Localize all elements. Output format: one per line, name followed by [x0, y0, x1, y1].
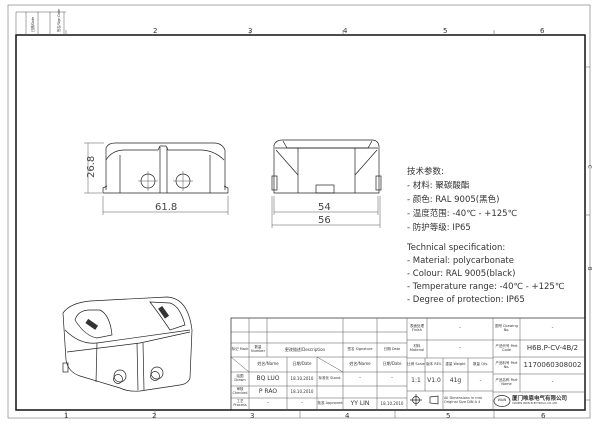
- spec-en-line: - Material: polycarbonate: [407, 256, 514, 266]
- qty-value: -: [479, 377, 482, 384]
- row-label-c: C: [586, 165, 592, 169]
- date-header: 日期 Date: [383, 347, 401, 352]
- side-view: 54 56: [271, 139, 382, 228]
- bottom-col-label-6: 6: [541, 412, 546, 420]
- bottom-col-label-1: 1: [64, 412, 68, 420]
- column-ruler: 2 3 4 5 6 1 2 3 4 5 6 C B: [64, 27, 592, 420]
- process-label: 工艺 Process: [233, 399, 247, 407]
- stand-date: -: [391, 375, 393, 382]
- weight-value: 41g: [449, 377, 462, 385]
- checked-label: 审核 Checked: [232, 387, 248, 395]
- col-label-5: 5: [443, 27, 447, 35]
- spec-cn-line: - 材料: 聚碳酸酯: [407, 180, 470, 191]
- spec-cn-title: 技术参数:: [407, 166, 444, 177]
- spec-en: Technical specification: - Material: pol…: [406, 243, 565, 305]
- sign-date-label: 签名/Sign Date: [56, 9, 61, 32]
- col-label-3: 3: [248, 27, 252, 35]
- rev-value: V1.0: [427, 377, 441, 385]
- part-name-label: 产品名称 Part Name: [495, 378, 518, 386]
- approved-date: 18.10.2010: [380, 400, 404, 406]
- dim-front-width: 61.8: [155, 202, 177, 213]
- company-name-en: XIAMEN WAIN ELECTRICAL CO.,LTD: [512, 401, 558, 405]
- spec-en-title: Technical specification:: [406, 243, 505, 253]
- description-header: 更改描述/Description: [284, 346, 326, 352]
- qty-label: 数量 Qty.: [473, 362, 488, 367]
- date-col-header-2: 日期/Date: [382, 361, 402, 367]
- part-code-label: 产品代号 Part Code: [495, 343, 518, 352]
- spec-cn: 技术参数: - 材料: 聚碳酸酯 - 颜色: RAL 9005(黑色) - 温度…: [407, 166, 518, 233]
- spec-en-line: - Temperature range: -40℃ - +125℃: [407, 282, 565, 292]
- date-label: 日期/Date: [30, 17, 35, 32]
- stand-name: -: [359, 375, 361, 382]
- drawing-no-value: -: [551, 325, 554, 332]
- outer-border: [7, 4, 591, 419]
- part-no-value: 1170060308002: [523, 360, 582, 369]
- drawing-no-label: 图号 Drawing No.: [495, 324, 518, 332]
- part-no-label: 产品料号 Part No.: [495, 360, 518, 369]
- company-name-cn: 厦门唯恩电气有限公司: [512, 395, 568, 402]
- finish-value: -: [459, 325, 461, 332]
- row-label-b: B: [586, 267, 592, 271]
- spec-cn-line: - 防护等级: IP65: [407, 222, 471, 233]
- bottom-col-label-4: 4: [345, 412, 350, 420]
- finish-label: 表面处理 Finish: [410, 324, 424, 332]
- spec-cn-line: - 颜色: RAL 9005(黑色): [407, 194, 499, 205]
- number-header: 数量 Number: [250, 345, 266, 353]
- scale-label: 比例 Scale: [407, 362, 425, 367]
- bottom-col-label-2: 2: [152, 412, 156, 420]
- spec-cn-line: - 温度范围: -40℃ - +125℃: [407, 208, 518, 219]
- process-date: -: [301, 400, 303, 407]
- checked-name: P RAO: [258, 387, 278, 395]
- col-label-4: 4: [343, 27, 348, 35]
- date-col-header: 日期/Date: [292, 361, 312, 367]
- dim-side-inner-width: 54: [318, 202, 331, 213]
- company-logo-outline: [493, 395, 511, 407]
- name-header-2: 姓名/Name: [349, 361, 371, 367]
- original-size: Original Size DIN A 4: [444, 399, 481, 404]
- name-header: 姓名/Name: [257, 361, 279, 367]
- drawn-label: 绘图 Drawn: [234, 374, 246, 382]
- bottom-col-label-5: 5: [446, 412, 450, 420]
- part-code-value: H6B.P-CV-4B/2: [526, 343, 579, 352]
- signature-header: 签名 Signature: [347, 347, 373, 352]
- spec-en-line: - Colour: RAL 9005(black): [407, 269, 515, 279]
- title-block-grid: [230, 317, 586, 411]
- scale-value: 1:1: [411, 377, 421, 385]
- company-name: 厦门唯恩电气有限公司 XIAMEN WAIN ELECTRICAL CO.,LT…: [512, 392, 585, 410]
- projection-symbol-icon: [410, 394, 439, 406]
- col-label-6: 6: [540, 27, 545, 35]
- bottom-col-label-3: 3: [250, 412, 254, 420]
- col-label-2: 2: [153, 27, 157, 35]
- front-view: 26.8 61.8: [84, 142, 229, 215]
- company-logo: WAIN: [497, 398, 507, 403]
- isometric-view: [62, 296, 193, 392]
- dim-front-height: 26.8: [86, 156, 97, 178]
- checked-date: 18.10.2010: [290, 388, 314, 394]
- size-notes: All Dimensions in mm Original Size DIN A…: [444, 391, 493, 410]
- rev-label: 版本 REV.: [426, 362, 442, 367]
- dim-side-outer-width: 56: [318, 215, 331, 226]
- material-label: 材料 Material: [409, 344, 425, 352]
- material-value: -: [459, 345, 461, 352]
- drawn-date: 18.10.2010: [290, 375, 314, 381]
- spec-en-line: - Degree of protection: IP65: [407, 295, 525, 305]
- drawn-name: BQ LUO: [256, 374, 280, 382]
- weight-label: 重量 Weight: [445, 362, 466, 367]
- revision-strip: 日期/Date 签名/Sign Date: [15, 9, 66, 35]
- process-name: -: [267, 400, 269, 407]
- dimensions-note: All Dimensions in mm: [444, 395, 483, 400]
- stand-label: 标准化 Stand.: [318, 376, 342, 381]
- approved-name: YY LIN: [350, 399, 370, 407]
- part-name-value: -: [551, 379, 554, 386]
- approved-label: 批准 Approved: [317, 401, 343, 406]
- mark-header: 标记 Mark: [231, 347, 249, 352]
